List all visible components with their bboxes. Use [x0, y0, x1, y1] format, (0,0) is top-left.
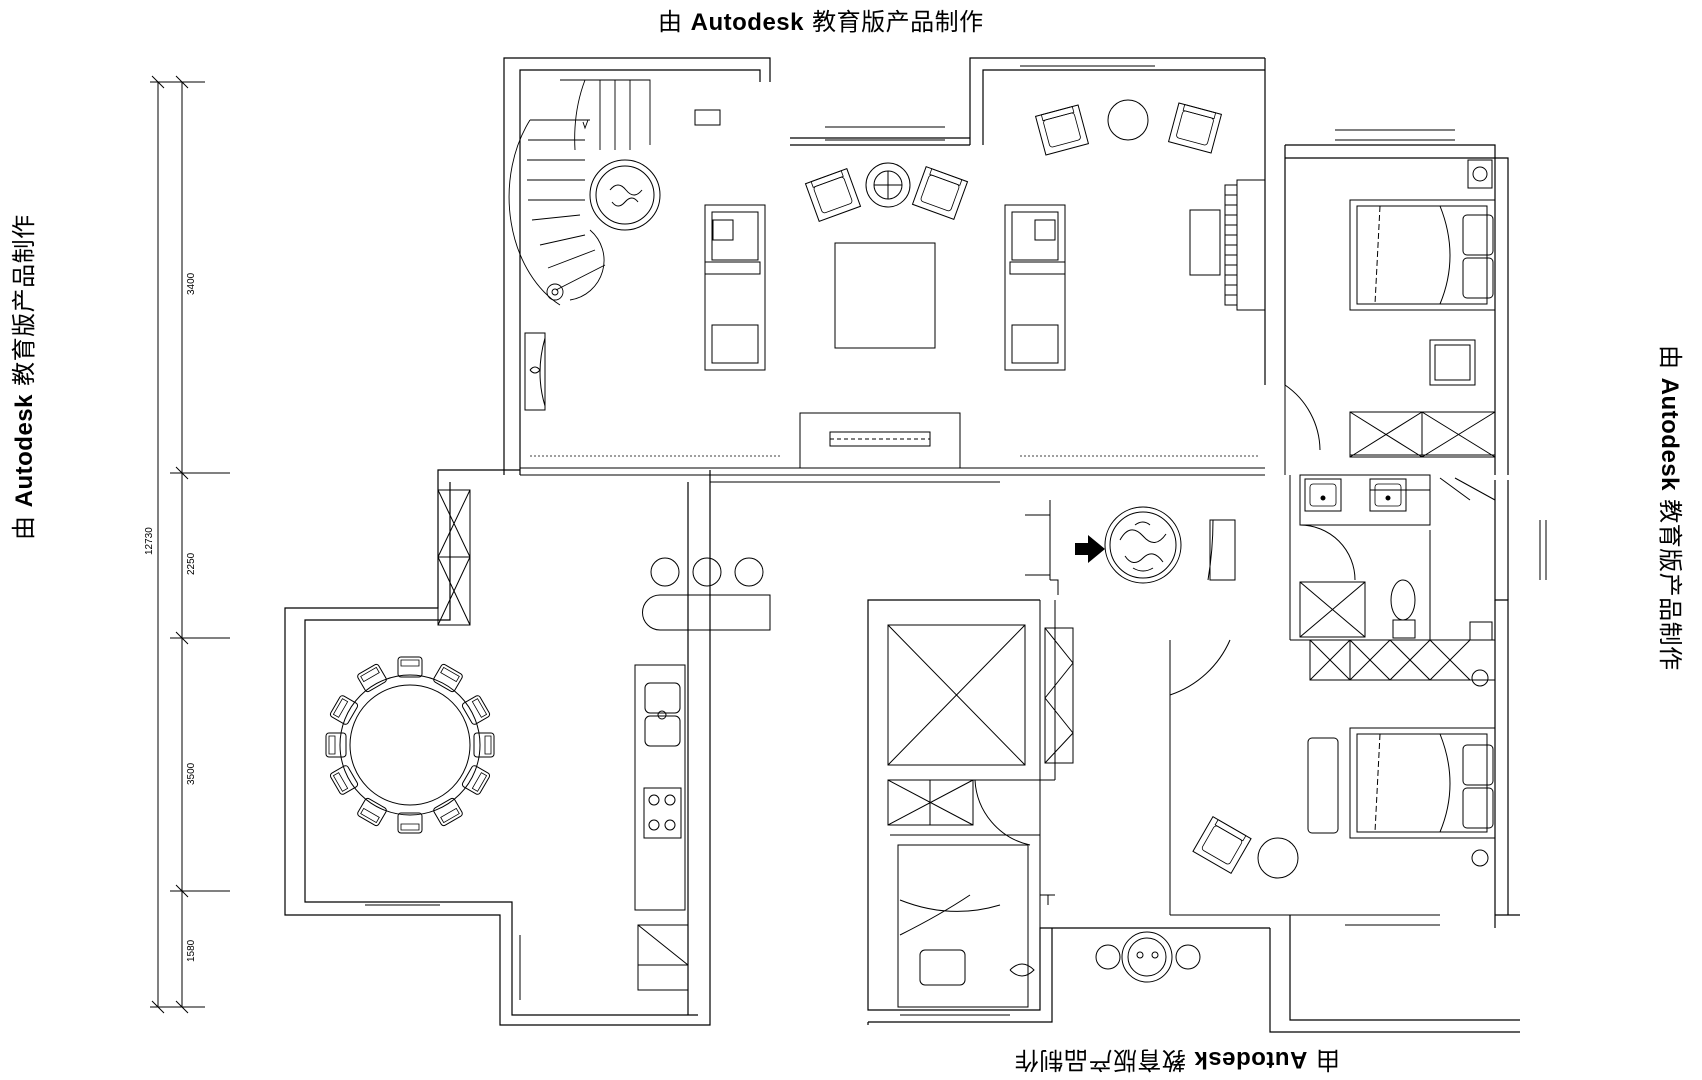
- dim-segment-4: 1580: [186, 939, 197, 962]
- storage-room: [888, 625, 1073, 845]
- dining-room: [325, 656, 495, 834]
- dimension-chain: [150, 76, 230, 1013]
- tea-room: [1035, 100, 1265, 310]
- dim-segment-1: 3400: [186, 272, 197, 295]
- dim-segment-3: 3500: [186, 762, 197, 785]
- kitchen: [438, 490, 770, 990]
- small-bathroom: [898, 845, 1055, 1007]
- second-bedroom: [1170, 640, 1495, 878]
- balcony-table: [1096, 932, 1200, 982]
- staircase: [509, 80, 650, 305]
- interior-walls: [520, 385, 1495, 1010]
- console-left: [525, 333, 545, 410]
- entrance-arrow-icon: [1075, 535, 1105, 563]
- living-room: [695, 110, 1065, 468]
- windows: [365, 66, 1546, 1015]
- foyer: [1050, 507, 1235, 595]
- dim-total: 12730: [144, 527, 155, 555]
- dim-segment-2: 2250: [186, 552, 197, 575]
- round-table-stair: [590, 160, 660, 230]
- master-bedroom: [1285, 160, 1495, 457]
- watermark-top: 由 Autodesk 教育版产品制作: [658, 8, 984, 36]
- bathroom: [1300, 475, 1495, 640]
